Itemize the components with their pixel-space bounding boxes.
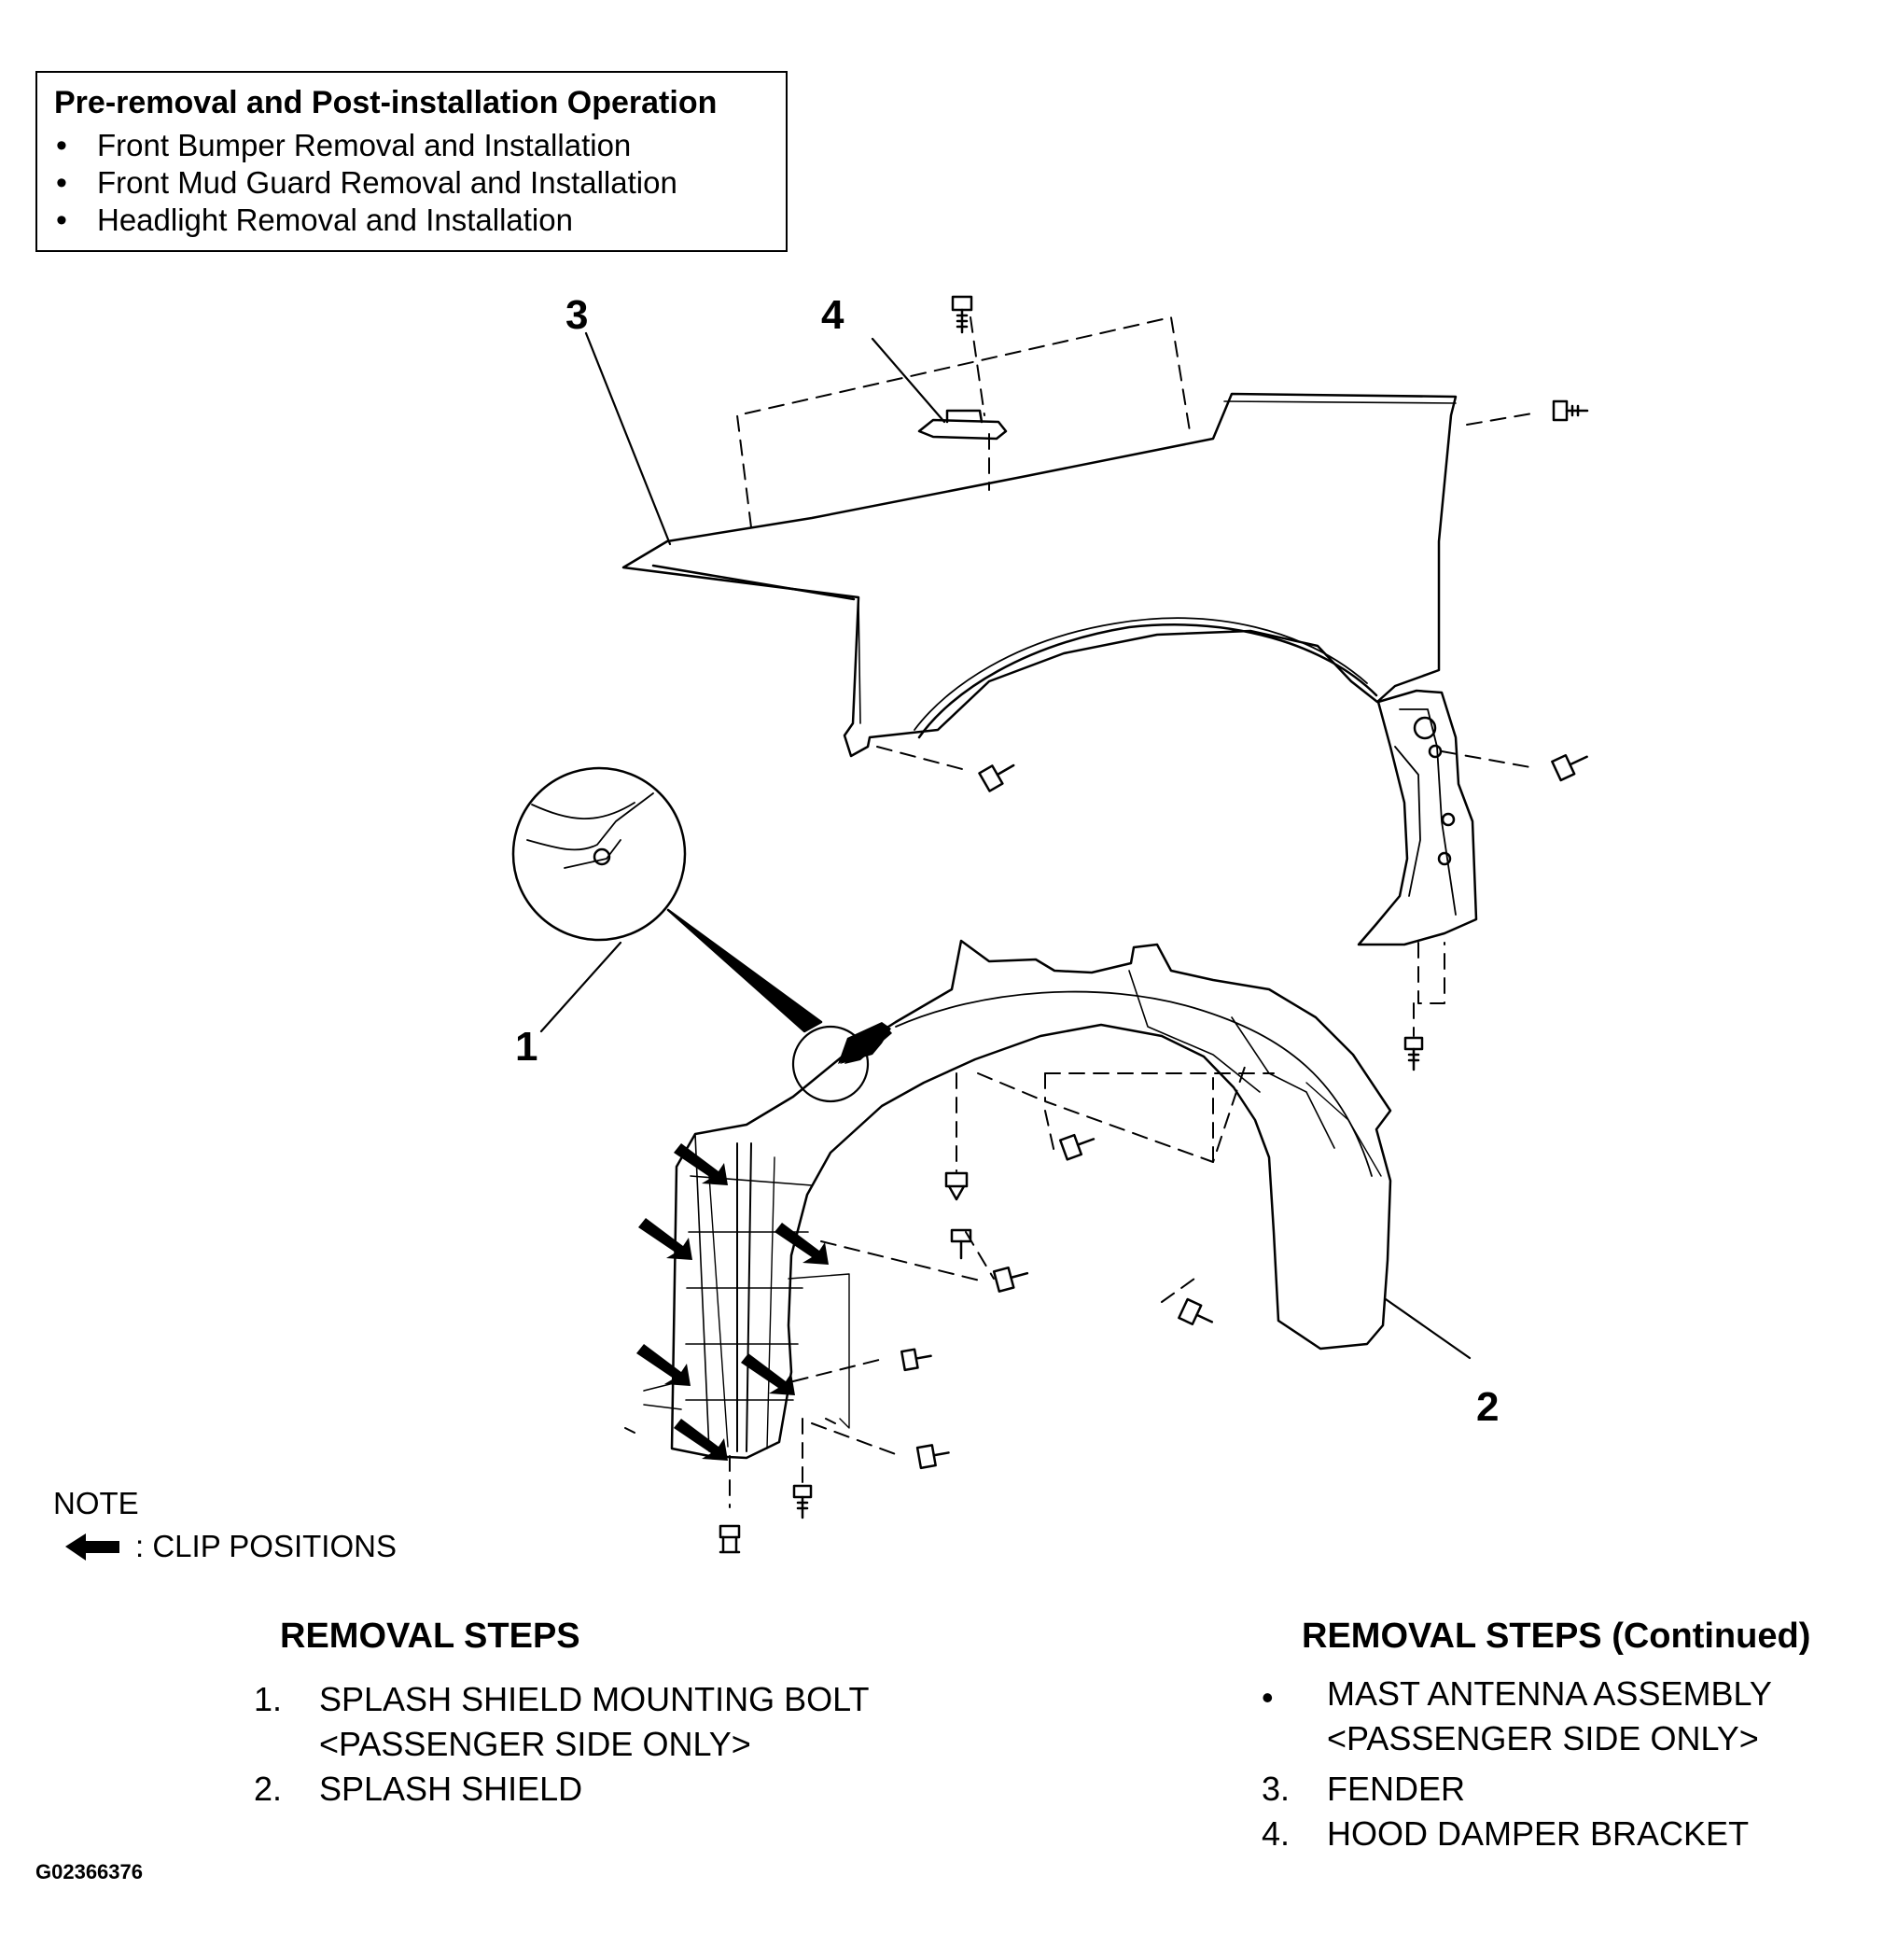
pre-removal-item: Front Bumper Removal and Installation [54,127,769,164]
removal-step-num: 2. [254,1770,283,1808]
removal-cont-text: <PASSENGER SIDE ONLY> [1327,1719,1759,1757]
note-legend: : CLIP POSITIONS [135,1529,397,1563]
removal-cont-text: MAST ANTENNA ASSEMBLY [1327,1674,1772,1713]
clip-arrow-icon [674,1419,728,1461]
bolt-icon [950,1228,972,1260]
leader-lines [539,331,1472,1360]
bolt-icon [1178,1297,1214,1325]
clip-arrow-icon [741,1353,795,1395]
removal-step-text: <PASSENGER SIDE ONLY> [319,1725,751,1763]
clip-icon [944,1171,969,1201]
clip-arrow-icon [674,1143,728,1185]
fender-bracket-drawing [1357,689,1478,946]
bolt-icon [1552,399,1589,422]
callout-4: 4 [821,292,844,338]
removal-header: REMOVAL STEPS [280,1617,580,1656]
pre-removal-title: Pre-removal and Post-installation Operat… [54,85,718,120]
removal-step-text: SPLASH SHIELD MOUNTING BOLT [319,1680,870,1718]
bolt-icon [1551,754,1588,782]
removal-cont-header: REMOVAL STEPS (Continued) [1302,1617,1811,1656]
clip-arrows [636,1022,892,1461]
bolt-icon [900,1348,932,1372]
pre-removal-list: Front Bumper Removal and Installation Fr… [54,127,769,239]
removal-cont-bullet: • [1262,1678,1274,1716]
bolt-icon [792,1484,813,1519]
removal-cont-text: FENDER [1327,1770,1466,1808]
bolt-icon [915,1444,950,1470]
clip-arrow-icon [638,1218,692,1260]
removal-cont-step-num: 4. [1262,1814,1291,1853]
removal-step-text: SPLASH SHIELD [319,1770,583,1808]
fender-drawing [621,392,1458,758]
hood-damper-bracket-drawing [917,409,1008,441]
clip-arrow-icon [775,1223,829,1265]
callout-3: 3 [565,292,588,338]
removal-cont-step-num: 3. [1262,1770,1291,1808]
pre-removal-item: Front Mud Guard Removal and Installation [54,164,769,202]
clip-icon [719,1524,741,1554]
removal-step-num: 1. [254,1680,283,1718]
clip-arrow-icon [844,1025,892,1064]
figure-code: G02366376 [35,1860,143,1883]
pre-removal-box: Pre-removal and Post-installation Operat… [35,71,788,252]
bolt-icon [992,1266,1029,1293]
callout-1: 1 [515,1024,537,1070]
bolt-icon [1058,1133,1096,1161]
clip-arrow-icon [636,1344,691,1386]
bolt-icon [1403,1036,1424,1071]
legend-arrow-icon [65,1533,119,1561]
alignment-lines [624,316,1539,1508]
note-title: NOTE [53,1486,139,1520]
callout-2: 2 [1476,1384,1499,1430]
bolt-icon [978,763,1015,792]
bolt-icon [951,295,973,334]
pre-removal-item: Headlight Removal and Installation [54,202,769,239]
removal-cont-text: HOOD DAMPER BRACKET [1327,1814,1750,1853]
splash-shield-drawing [643,939,1392,1460]
bolt-set [719,295,1589,1554]
detail-magnifier [511,766,870,1103]
